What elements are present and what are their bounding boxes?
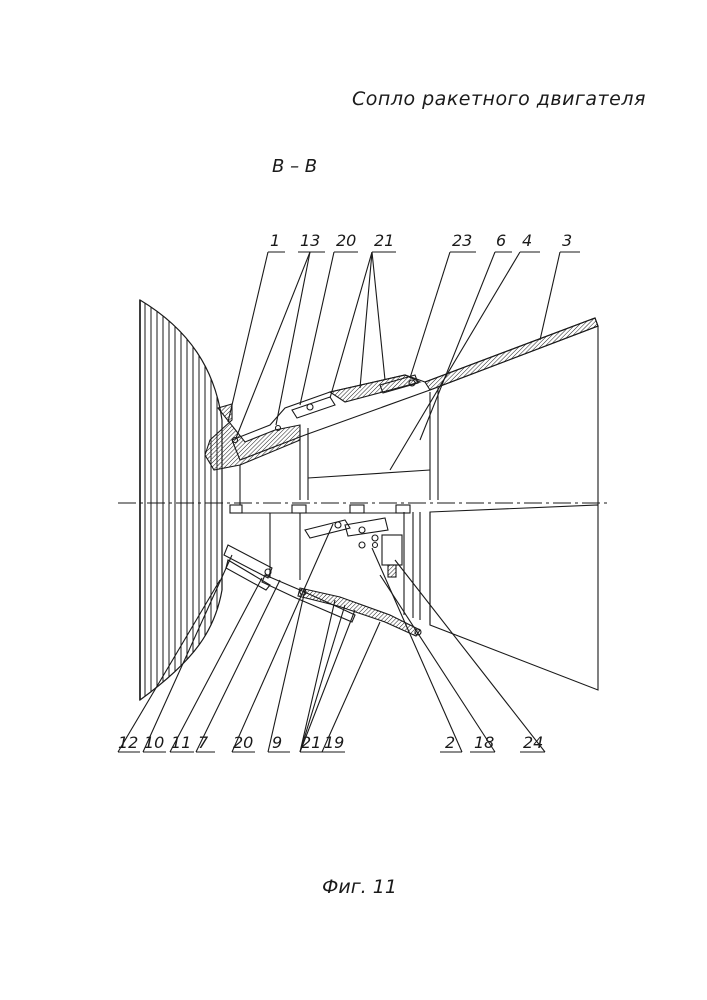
callout-13: 13 xyxy=(300,231,320,250)
callout-21-top: 21 xyxy=(374,231,394,250)
figure-caption: Фиг. 11 xyxy=(322,876,397,898)
callout-9: 9 xyxy=(272,733,282,752)
callout-2: 2 xyxy=(445,733,455,752)
callout-3: 3 xyxy=(562,231,572,250)
callout-18: 18 xyxy=(474,733,494,752)
callout-1: 1 xyxy=(270,231,280,250)
callout-24: 24 xyxy=(523,733,543,752)
callout-6: 6 xyxy=(496,231,506,250)
callout-23: 23 xyxy=(452,231,472,250)
callout-20-bottom: 20 xyxy=(233,733,253,752)
callout-20-top: 20 xyxy=(336,231,356,250)
lower-nozzle-section xyxy=(222,505,598,690)
callout-12: 12 xyxy=(118,733,138,752)
callout-4: 4 xyxy=(522,231,532,250)
callout-7: 7 xyxy=(198,733,209,752)
upper-nozzle-shell xyxy=(232,318,598,505)
callout-11: 11 xyxy=(171,733,191,752)
callout-21-bottom: 21 xyxy=(301,733,321,752)
motor-case xyxy=(140,300,222,700)
callout-19: 19 xyxy=(324,733,344,752)
callout-10: 10 xyxy=(144,733,164,752)
